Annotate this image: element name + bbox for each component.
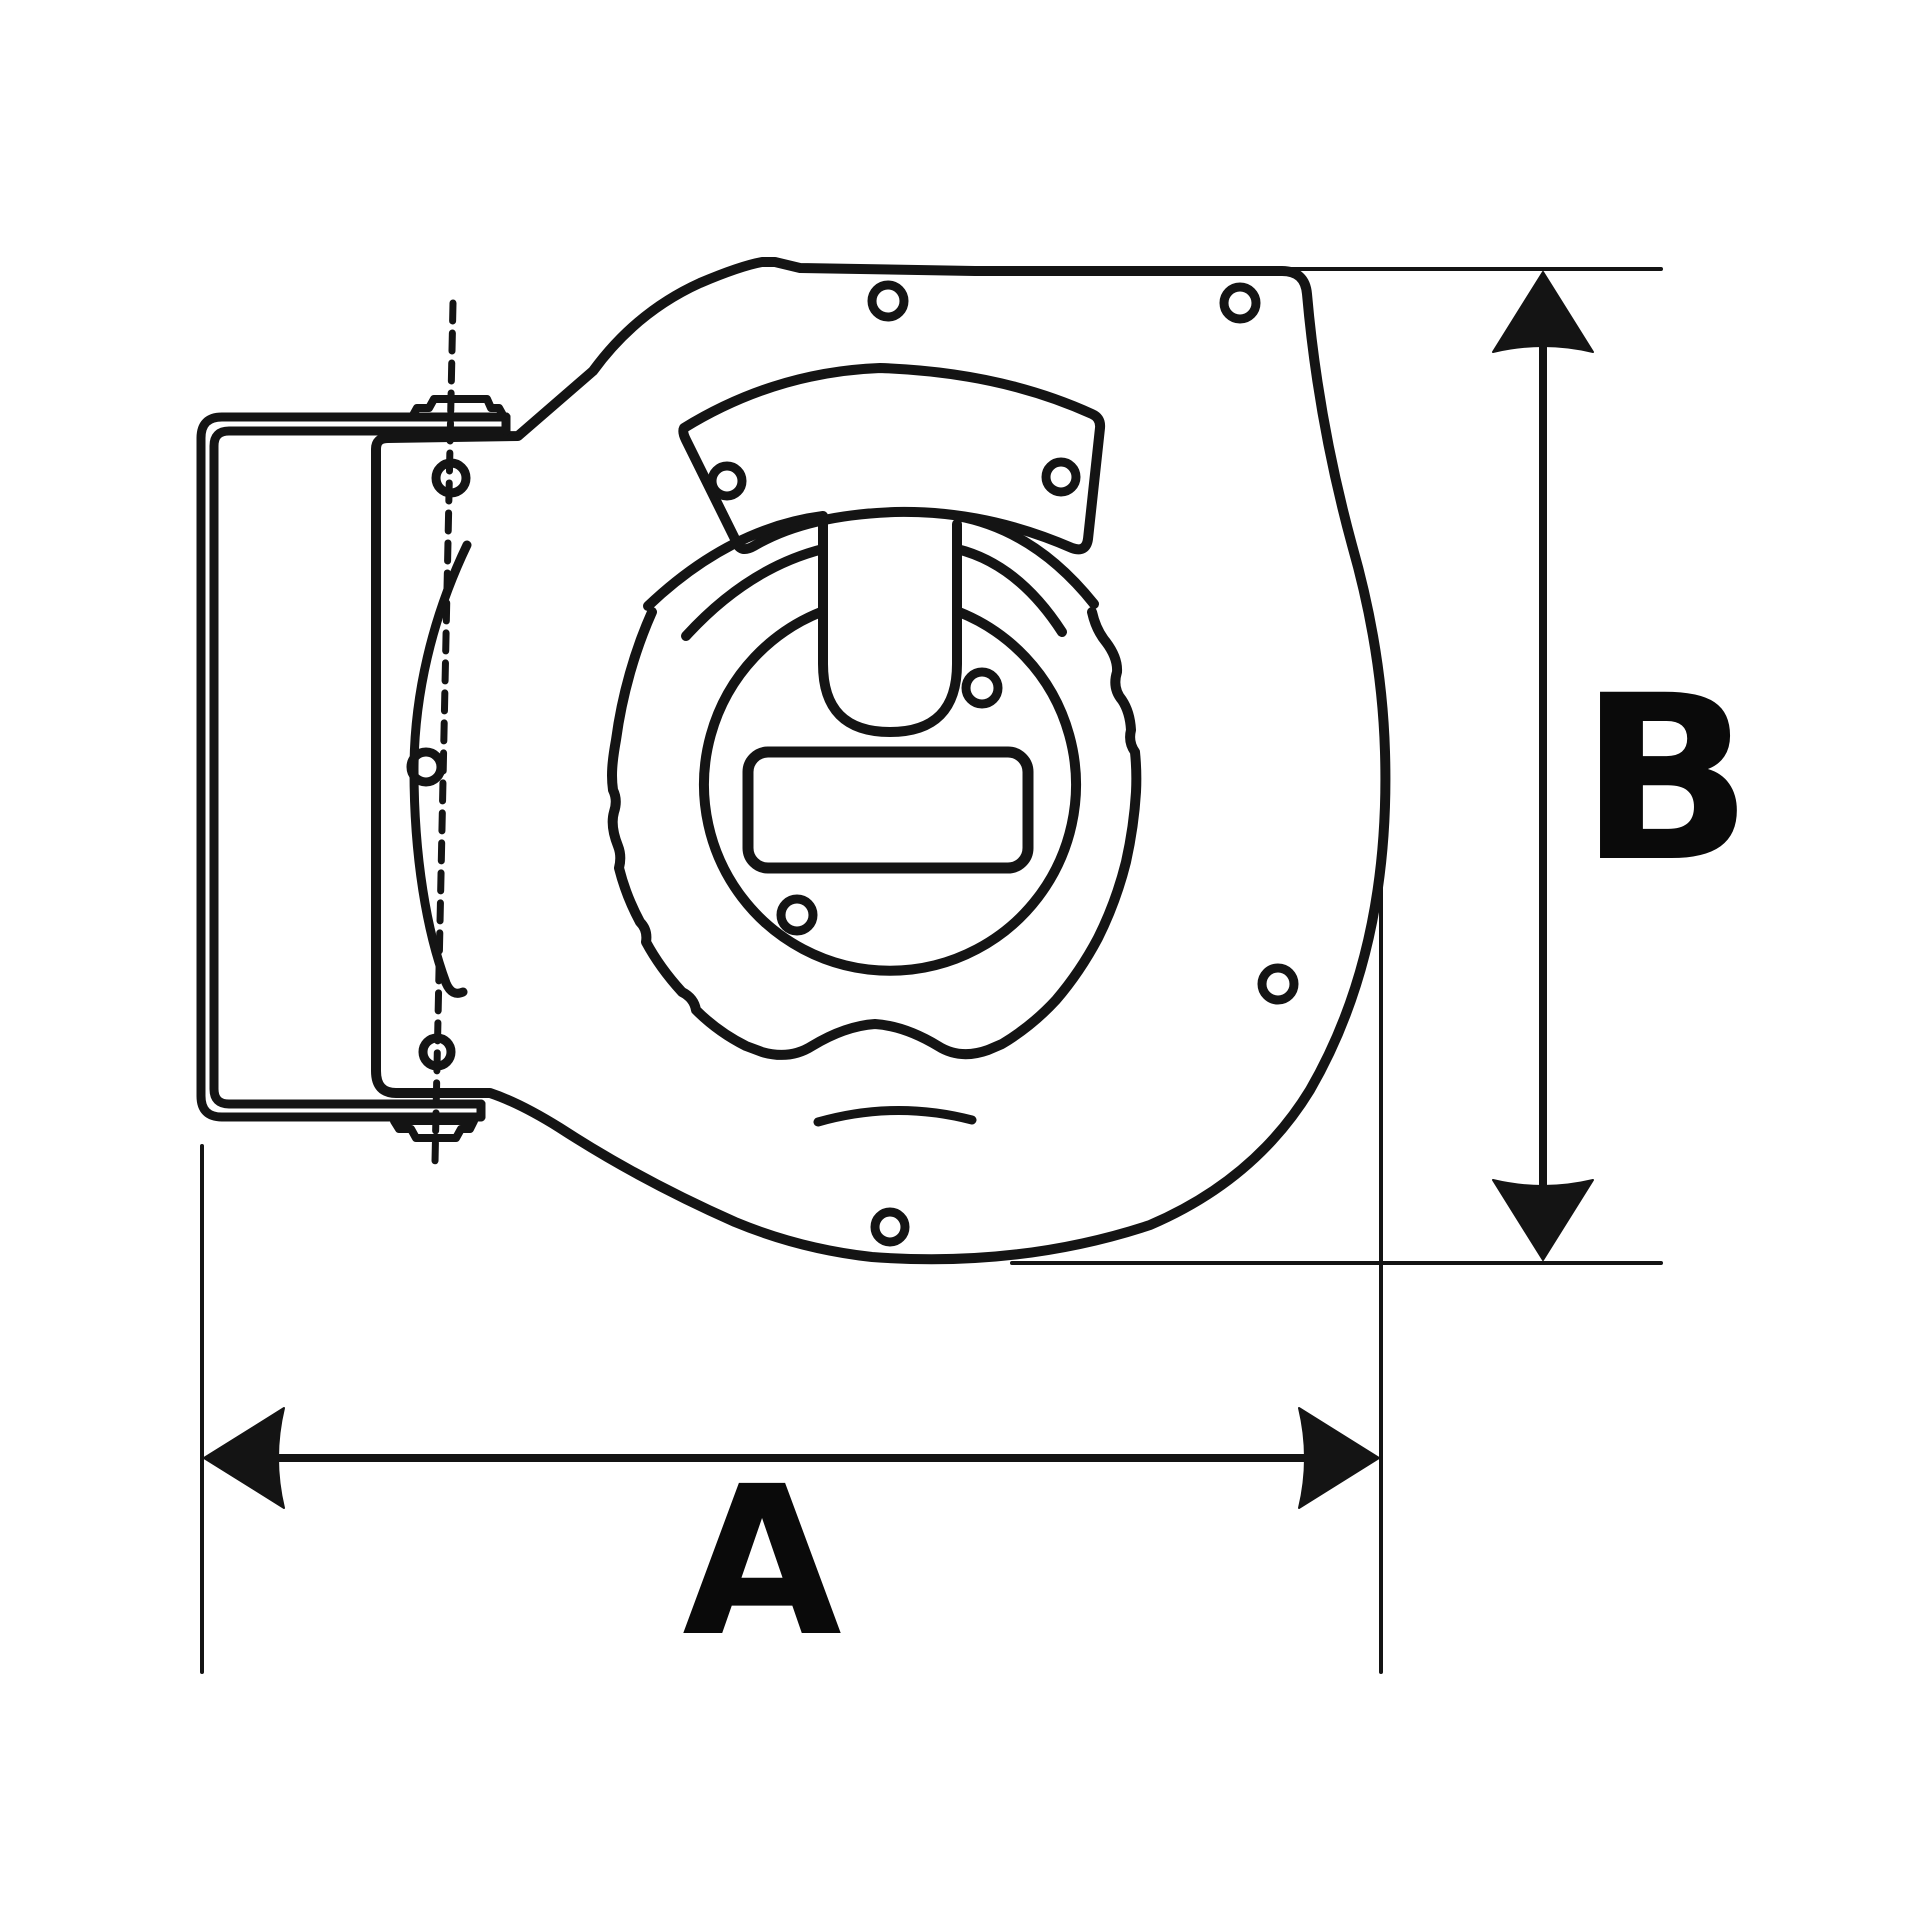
screw-holes [707,280,1299,1247]
drum-face-circle [699,607,1081,976]
pivot-hole-middle [406,747,446,787]
window-rim-arc-outer-left [643,511,828,611]
dim-b-arrowhead-bottom [1492,1179,1594,1261]
dim-a-arrowhead-right [1298,1407,1380,1509]
mounting-plate-hole-right [1041,457,1081,497]
dim-a-label: A [682,1442,841,1682]
window-bottom-rim-arc [813,1105,977,1127]
reel-housing [371,257,1391,1265]
dimension-b [1010,267,1663,1265]
cable-guide-stem [818,519,962,737]
wall-mount-bracket [196,395,977,1142]
housing-screw-hole-top-left [867,280,909,322]
housing-screw-hole-top-right [1219,282,1261,324]
dimension-a [200,875,1383,1674]
drum-label-slot [742,746,1034,874]
housing-outline [371,257,1391,1265]
window-rim-arc-outer-right [952,511,1099,609]
housing-screw-hole-bottom [870,1207,910,1247]
pivot-bolt-cap-top [408,395,508,421]
top-mounting-plate-outline [678,363,1106,555]
drum-hole-lower [776,894,818,936]
housing-screw-hole-lower-right [1257,963,1299,1005]
dim-b-arrowhead-top [1492,271,1594,353]
bracket-outer-edge [196,412,511,1122]
pivot-bolt-cap-bottom [390,1117,478,1142]
drum-hole-upper [961,667,1003,709]
bracket-inner-edge [209,426,511,1109]
window-rim-arc-inner-right [952,544,1067,637]
dim-b-label: B [1579,646,1753,912]
swivel-arc [409,540,472,998]
drum-scalloped-edge [607,607,1142,1060]
pivot-axis-centerline [431,299,457,1166]
window-rim-arc-inner-left [681,544,828,641]
dim-a-arrowhead-left [203,1407,285,1509]
mounting-plate-hole-left [707,461,747,501]
